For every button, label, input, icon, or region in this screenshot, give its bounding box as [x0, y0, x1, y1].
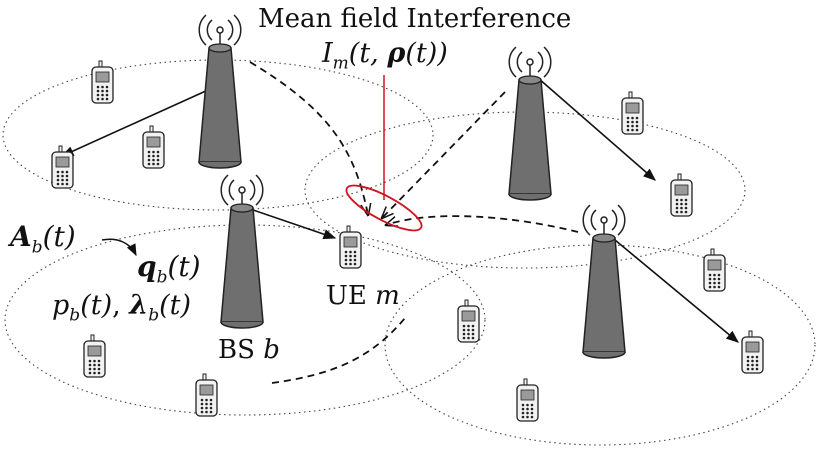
mobile-phone-icon [51, 145, 74, 189]
base-station-icon [582, 204, 626, 359]
mobile-phone-icon [703, 248, 726, 292]
downlink-arrow-top-left [60, 89, 209, 157]
mobile-phone-icon [83, 334, 106, 378]
power-lambda-label: pb(t), λb(t) [52, 290, 192, 326]
mobile-phone-icon [457, 299, 480, 343]
queue-label: qb(t) [137, 250, 201, 288]
mobile-phone-icon [91, 60, 114, 104]
interference-ellipse [345, 184, 423, 232]
downlink-arrow-bs-b [252, 209, 337, 240]
mobile-phone-icon [621, 91, 644, 135]
mobile-phone-icon [195, 373, 218, 417]
action-arrow [101, 238, 137, 257]
interference-link-bottom [271, 317, 406, 384]
title-label: Mean field Interference [258, 4, 572, 34]
base-station-icon [220, 174, 264, 329]
base-station-icon [198, 14, 242, 169]
mobile-phone-icon [741, 330, 764, 374]
cell-coverage-top-right [304, 111, 746, 269]
mobile-phone-icon [142, 125, 165, 169]
base-station-icon [508, 46, 552, 201]
cell-coverage-bottom-right [384, 244, 816, 446]
interference-label: Im(t, ρ(t)) [322, 38, 448, 74]
interference-link-top-right [382, 91, 506, 218]
downlink-arrow-right [614, 239, 739, 343]
mobile-phone-icon [670, 173, 693, 217]
bs-label: BS b [218, 335, 280, 365]
interference-link-top-left [249, 61, 368, 215]
mobile-phone-icon [516, 378, 539, 422]
ue-label: UE m [326, 281, 400, 311]
cell-coverage-top-left [2, 59, 434, 211]
ue-m-phone-icon [339, 225, 362, 269]
downlink-arrow-top-right [537, 77, 656, 181]
interference-link-right [386, 215, 579, 233]
action-label: Ab(t) [10, 220, 76, 258]
